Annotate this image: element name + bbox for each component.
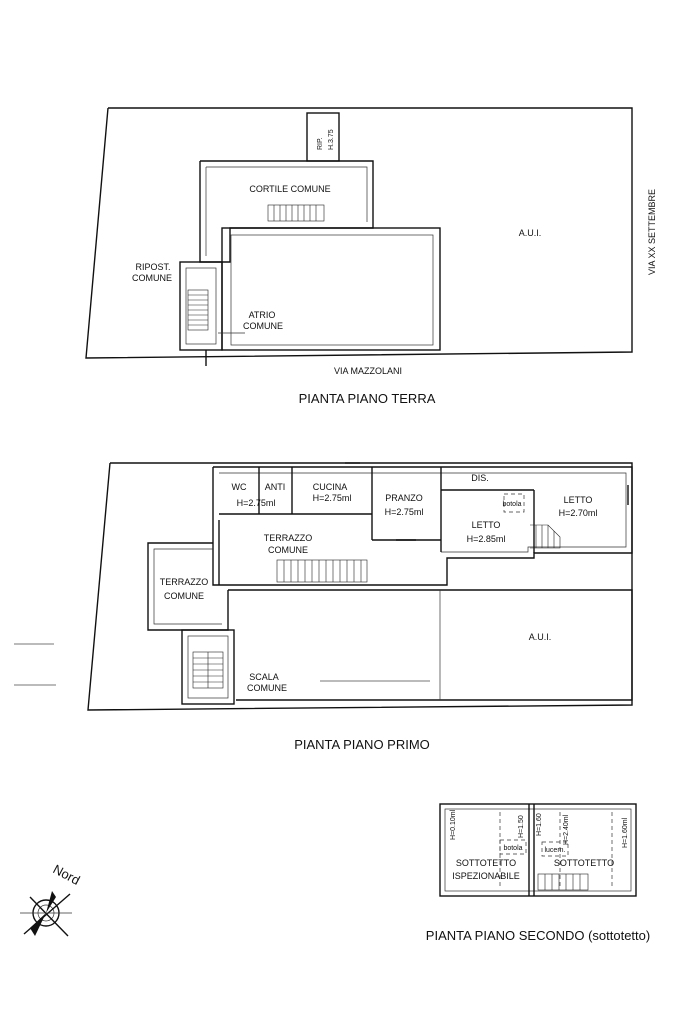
first-floor-plan: WC ANTI H=2.75ml CUCINA H=2.75ml PRANZO …: [14, 462, 633, 752]
terrazzo-comune-2-label: TERRAZZO: [160, 577, 209, 587]
main-building-ground: [221, 227, 441, 351]
pranzo-label: PRANZO: [385, 493, 423, 503]
stair-letto: [530, 524, 561, 549]
cucina-label: CUCINA: [313, 482, 348, 492]
apartment-outline: [212, 466, 633, 586]
stair-cortile: [267, 204, 325, 222]
scala-comune-sub: COMUNE: [247, 683, 287, 693]
ripost-label: RIPOST.: [135, 262, 170, 272]
h-160-label: H=1.60: [536, 813, 543, 836]
via-xx-settembre-label: VIA XX SETTEMBRE: [647, 189, 657, 275]
botola-first-label: botola: [502, 501, 521, 508]
aui-ground-label: A.U.I.: [519, 228, 542, 238]
terrazzo-comune-1-sub: COMUNE: [268, 545, 308, 555]
anti-label: ANTI: [265, 482, 286, 492]
scala-comune-label: SCALA: [249, 672, 279, 682]
pranzo-height-label: H=2.75ml: [385, 507, 424, 517]
lot-boundary-first: [87, 462, 633, 711]
ripost-comune-label: COMUNE: [132, 273, 172, 283]
stair-ripostiglio: [187, 289, 209, 331]
rip-height-label: H.3.75: [328, 129, 335, 150]
letto-1-height-label: H=2.85ml: [467, 534, 506, 544]
letto-1-label: LETTO: [472, 520, 501, 530]
sottotetto-ispezionabile-label: ISPEZIONABILE: [452, 871, 520, 881]
dis-label: DIS.: [471, 473, 489, 483]
atrio-comune-label: COMUNE: [243, 321, 283, 331]
scala-comune-block: [181, 629, 235, 705]
h-150-label: H=1.50: [518, 815, 525, 838]
north-arrow-icon: [20, 891, 72, 937]
terrazzo-comune-1-label: TERRAZZO: [264, 533, 313, 543]
sottotetto-1-label: SOTTOTETTO: [456, 858, 516, 868]
botola-first: [503, 493, 525, 513]
cortile-comune-outline: [199, 160, 374, 263]
aui-first-label: A.U.I.: [529, 632, 552, 642]
sottotetto-2-label: SOTTOTETTO: [554, 858, 614, 868]
wc-height-label: H=2.75ml: [237, 498, 276, 508]
compass-nord-label: Nord: [51, 861, 83, 887]
stair-sottotetto: [537, 873, 589, 891]
aui-first-outline: [228, 589, 633, 701]
h-240-label: H=2.40ml: [563, 814, 570, 845]
h-160ml-label: H=1.60ml: [622, 817, 629, 848]
ground-floor-plan: RIP. H.3.75 CORTILE COMUNE RIPOST. COMUN…: [85, 107, 657, 406]
ripostiglio-block: [179, 261, 223, 351]
lucernario-label: lucern.: [544, 847, 565, 854]
sottotetto-outline: [439, 803, 637, 897]
via-mazzolani-label: VIA MAZZOLANI: [334, 366, 402, 376]
cortile-comune-label: CORTILE COMUNE: [249, 184, 330, 194]
atrio-label: ATRIO: [249, 310, 276, 320]
cucina-height-label: H=2.75ml: [313, 493, 352, 503]
ground-floor-title: PIANTA PIANO TERRA: [299, 391, 436, 406]
botola-second-label: botola: [503, 845, 522, 852]
letto-2-height-label: H=2.70ml: [559, 508, 598, 518]
terrazzo-comune-left-outline: [147, 542, 229, 631]
wc-label: WC: [232, 482, 247, 492]
botola-second: [499, 839, 527, 855]
lot-boundary: [85, 107, 633, 359]
terrazzo-comune-2-sub: COMUNE: [164, 591, 204, 601]
first-floor-title: PIANTA PIANO PRIMO: [294, 737, 430, 752]
rip-label: RIP.: [317, 137, 324, 150]
stair-terrazzo: [276, 559, 368, 583]
lucernario: [541, 841, 569, 857]
letto-2-label: LETTO: [564, 495, 593, 505]
stair-scala-comune: [192, 651, 224, 689]
h-010-label: H=0.10ml: [450, 809, 457, 840]
second-floor-plan: H=0.10ml H=1.50 H=1.60 H=2.40ml H=1.60ml…: [426, 803, 650, 943]
second-floor-title: PIANTA PIANO SECONDO (sottotetto): [426, 928, 650, 943]
